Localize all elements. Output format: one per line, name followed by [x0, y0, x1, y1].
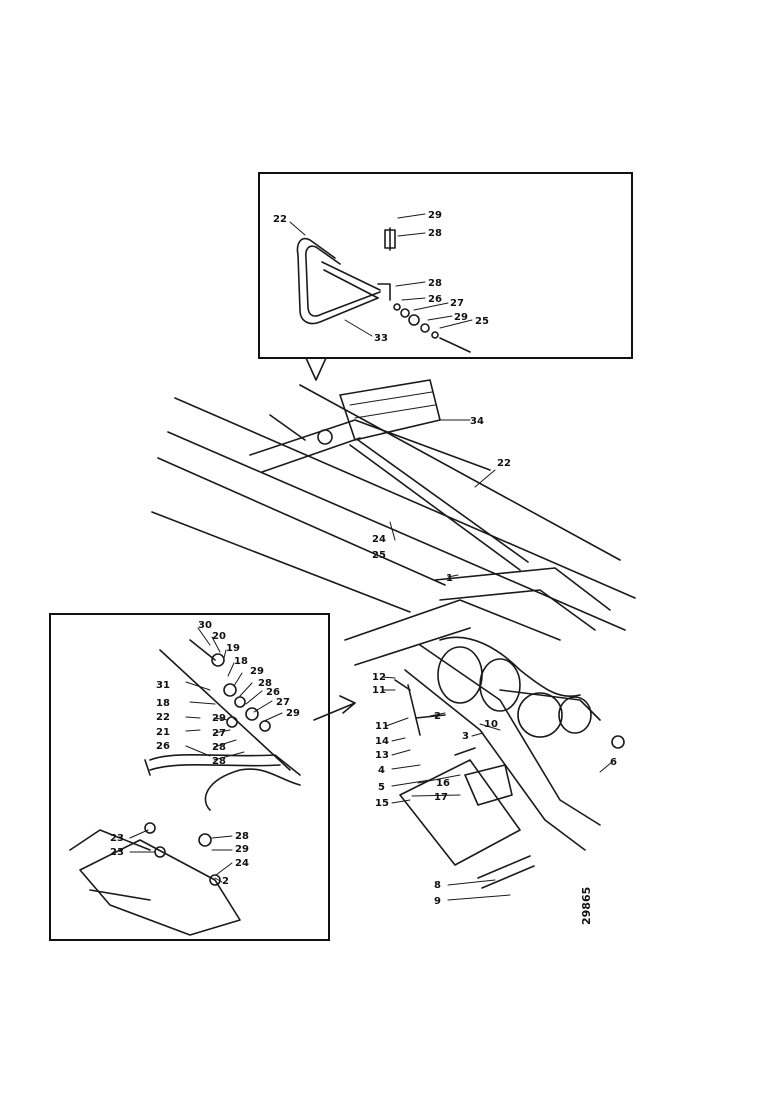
- bottom-inset: 30 20 19 18 29 28 26 27 29 31 18 22 21 2…: [49, 613, 356, 941]
- main-label: 4: [378, 765, 385, 776]
- top-inset-label: 26: [428, 294, 442, 305]
- main-label: 22: [497, 458, 511, 469]
- main-label: 6: [610, 757, 617, 768]
- top-inset-label: 22: [273, 214, 287, 225]
- main-label: 24: [372, 534, 386, 545]
- shift-rod: [394, 679, 535, 889]
- top-inset-label: 29: [428, 210, 442, 221]
- gear-lever-assembly: [317, 379, 529, 571]
- main-label: 25: [372, 550, 386, 561]
- main-label: 10: [484, 719, 498, 730]
- bottom-inset-label: 22: [156, 712, 170, 723]
- top-inset-label: 25: [475, 316, 489, 327]
- bottom-inset-label: 2: [222, 876, 229, 887]
- bottom-inset-label: 18: [234, 656, 248, 667]
- bottom-inset-label: 28: [212, 742, 226, 753]
- bottom-inset-leaders: [129, 627, 283, 883]
- main-label: 11: [375, 721, 389, 732]
- selector-plate: [399, 747, 521, 866]
- figure-reference: 29865: [580, 887, 593, 925]
- main-label: 9: [434, 896, 441, 907]
- main-label: 11: [372, 685, 386, 696]
- bottom-inset-label: 18: [156, 698, 170, 709]
- bottom-inset-label: 31: [156, 680, 170, 691]
- main-view-labels: 34 22 24 25 1 12 11 11 14 13 4 5 2 3 10 …: [372, 416, 617, 907]
- bottom-inset-label: 29: [286, 708, 300, 719]
- main-label: 12: [372, 672, 386, 683]
- bottom-inset-label: 28: [235, 831, 249, 842]
- chassis-frame: [151, 384, 636, 851]
- bottom-inset-label: 28: [212, 756, 226, 767]
- top-inset-label: 27: [450, 298, 464, 309]
- bottom-inset-label: 26: [156, 741, 170, 752]
- bottom-inset-label: 23: [110, 847, 124, 858]
- top-inset-leaders: [289, 213, 473, 337]
- bottom-inset-label: 19: [226, 643, 240, 654]
- main-label: 2: [434, 711, 441, 722]
- bottom-inset-label: 21: [156, 727, 170, 738]
- bottom-inset-label: 29: [212, 713, 226, 724]
- inset-pointer: [305, 357, 327, 381]
- transmission-housing: [437, 636, 625, 749]
- main-label: 13: [375, 750, 389, 761]
- main-label: 17: [434, 792, 448, 803]
- main-label: 14: [375, 736, 389, 747]
- top-inset-label: 28: [428, 278, 442, 289]
- main-label: 34: [470, 416, 484, 427]
- bottom-inset-label: 30: [198, 620, 212, 631]
- bottom-inset-label: 28: [258, 678, 272, 689]
- bottom-inset-label: 29: [235, 844, 249, 855]
- bottom-inset-label: 24: [235, 858, 249, 869]
- bottom-inset-label: 27: [276, 697, 290, 708]
- top-inset: 22 29 28 28 26 27 29 25 33: [258, 172, 633, 381]
- bottom-inset-label: 29: [250, 666, 264, 677]
- bottom-inset-label: 23: [110, 833, 124, 844]
- bottom-inset-label: 20: [212, 631, 226, 642]
- main-label: 1: [446, 573, 453, 584]
- main-label: 5: [378, 782, 385, 793]
- inset-pointer: [313, 695, 356, 721]
- main-leader-lines: [381, 419, 613, 901]
- bottom-inset-label: 27: [212, 728, 226, 739]
- top-inset-label: 28: [428, 228, 442, 239]
- main-label: 15: [375, 798, 389, 809]
- top-inset-label: 33: [374, 333, 388, 344]
- main-label: 8: [434, 880, 441, 891]
- bottom-inset-label: 26: [266, 687, 280, 698]
- main-label: 16: [436, 778, 450, 789]
- top-inset-label: 29: [454, 312, 468, 323]
- stay-rod-drawing: [296, 227, 471, 353]
- main-label: 3: [462, 731, 469, 742]
